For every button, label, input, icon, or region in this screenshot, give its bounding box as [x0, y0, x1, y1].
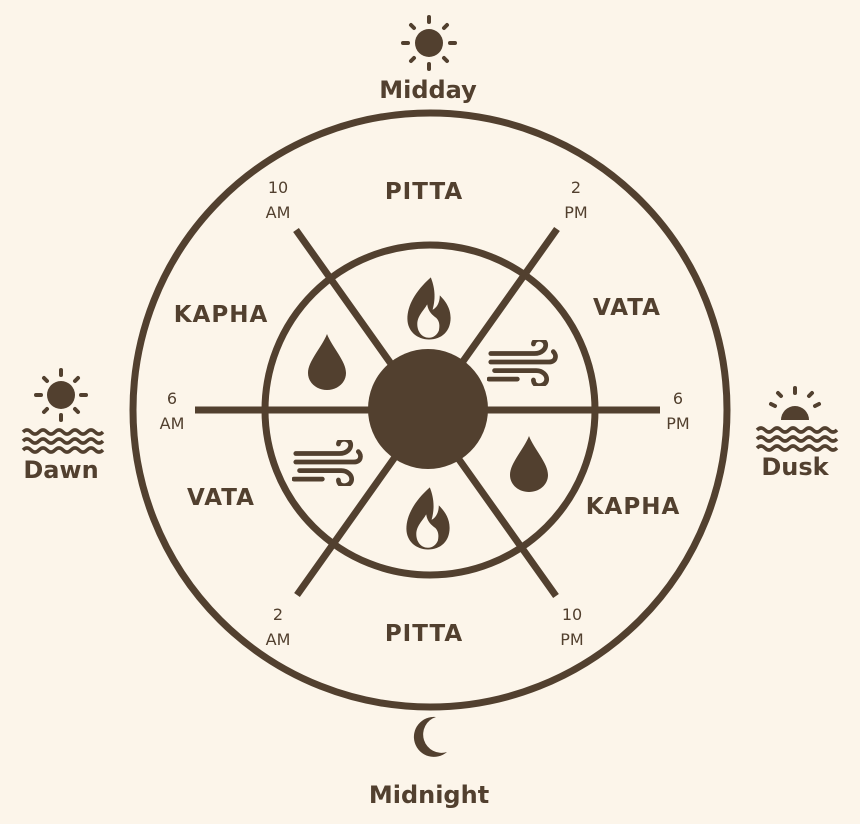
wind-icon: [294, 439, 361, 485]
dosha-label-lower-left: VATA: [187, 485, 255, 511]
time-10am-unit: AM: [266, 203, 291, 222]
time-6am-unit: AM: [160, 414, 185, 433]
dosha-label-bottom: PITTA: [385, 621, 463, 647]
sunset-icon: [755, 386, 839, 452]
sunrise-icon: [21, 368, 105, 454]
cardinal-label-dusk: Dusk: [761, 453, 829, 481]
time-6pm-number: 6: [673, 389, 683, 408]
sun-icon: [401, 15, 457, 71]
fire-icon: [406, 487, 450, 550]
outer-ring: [129, 109, 731, 711]
dosha-label-upper-left: KAPHA: [174, 302, 269, 328]
time-6pm-unit: PM: [666, 414, 689, 433]
time-2am-unit: AM: [266, 630, 291, 649]
dosha-label-top: PITTA: [385, 179, 463, 205]
cardinal-label-dawn: Dawn: [23, 456, 98, 484]
time-2pm-number: 2: [571, 178, 581, 197]
time-10pm-number: 10: [562, 605, 582, 624]
cardinal-label-midday: Midday: [379, 76, 477, 104]
water-drop-icon: [308, 334, 346, 390]
cardinal-label-midnight: Midnight: [369, 781, 489, 809]
moon-icon: [413, 716, 447, 757]
dosha-label-lower-right: KAPHA: [586, 494, 681, 520]
fire-icon: [407, 277, 451, 340]
time-10pm-unit: PM: [560, 630, 583, 649]
time-6am-number: 6: [167, 389, 177, 408]
water-drop-icon: [510, 436, 548, 492]
time-2pm-unit: PM: [564, 203, 587, 222]
time-2am-number: 2: [273, 605, 283, 624]
wind-icon: [489, 339, 556, 385]
dosha-label-upper-right: VATA: [593, 295, 661, 321]
center-hub: [368, 349, 488, 469]
time-10am-number: 10: [268, 178, 288, 197]
